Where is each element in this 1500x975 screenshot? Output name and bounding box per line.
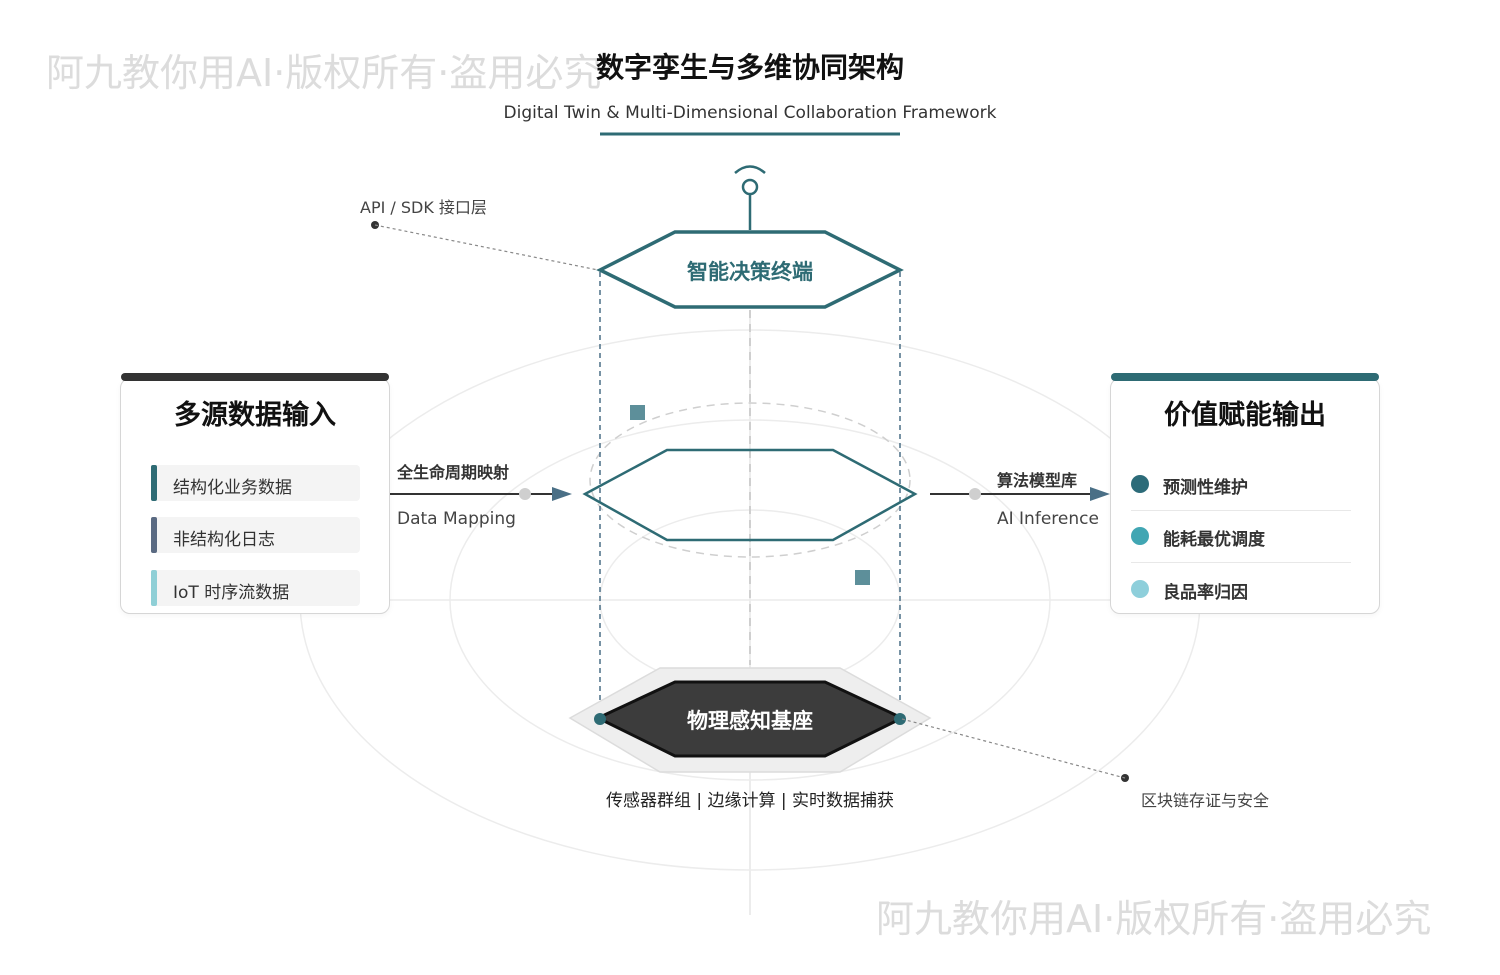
page-subtitle: Digital Twin & Multi-Dimensional Collabo… (503, 103, 997, 123)
output-dot (1131, 475, 1149, 493)
right-arrow-icon (1090, 487, 1110, 501)
base-node-label: 物理感知基座 (687, 709, 813, 733)
antenna-icon (741, 178, 759, 196)
base-caption: 传感器群组 | 边缘计算 | 实时数据捕获 (605, 791, 895, 811)
output-dot (1131, 527, 1149, 545)
output-dot (1131, 580, 1149, 598)
input-item-label: 非结构化日志 (173, 530, 275, 550)
right-connector-subtitle: AI Inference (997, 509, 1099, 529)
input-item-label: 结构化业务数据 (173, 478, 292, 498)
right-connector-dot (969, 488, 981, 500)
float-square-1 (630, 405, 645, 420)
input-item-label: IoT 时序流数据 (173, 583, 290, 603)
float-square-2 (855, 570, 870, 585)
watermark-bottom-right: 阿九教你用AI·版权所有·盗用必究 (876, 897, 1432, 941)
api-layer-label: API / SDK 接口层 (360, 198, 487, 217)
output-item-yield: 良品率归因 (1131, 570, 1351, 610)
chain-leader (901, 718, 1126, 779)
output-item-label: 能耗最优调度 (1163, 530, 1265, 550)
input-stripe (151, 517, 157, 553)
center-dashed-ring (589, 402, 911, 558)
input-stripe (151, 570, 157, 606)
api-leader (374, 224, 599, 271)
input-item-structured: 结构化业务数据 (151, 465, 360, 501)
input-panel-title: 多源数据输入 (174, 400, 336, 431)
base-node-right (894, 713, 906, 725)
output-item-label: 良品率归因 (1163, 583, 1248, 603)
input-stripe (151, 465, 157, 501)
left-connector-dot (519, 488, 531, 500)
blockchain-label: 区块链存证与安全 (1141, 791, 1270, 810)
signal-wave-icon (734, 165, 766, 174)
top-hexagon (596, 230, 904, 309)
page-title: 数字孪生与多维协同架构 (595, 51, 904, 84)
input-panel-bar (121, 373, 389, 381)
output-item-maintenance: 预测性维护 (1131, 465, 1351, 505)
top-node-label: 智能决策终端 (687, 260, 813, 284)
input-item-iot: IoT 时序流数据 (151, 570, 360, 606)
base-node-left (594, 713, 606, 725)
output-separator (1131, 510, 1351, 511)
watermark-top-left: 阿九教你用AI·版权所有·盗用必究 (46, 51, 602, 95)
left-connector-title: 全生命周期映射 (397, 463, 510, 482)
right-connector-title: 算法模型库 (997, 471, 1078, 490)
output-panel-title: 价值赋能输出 (1164, 400, 1326, 431)
left-arrow-icon (552, 487, 572, 501)
output-item-energy: 能耗最优调度 (1131, 517, 1351, 557)
input-item-unstructured: 非结构化日志 (151, 517, 360, 553)
input-panel: 多源数据输入 结构化业务数据 非结构化日志 IoT 时序流数据 (120, 373, 390, 614)
output-item-label: 预测性维护 (1163, 478, 1248, 498)
output-separator (1131, 562, 1351, 563)
output-panel-bar (1111, 373, 1379, 381)
center-hexagon (582, 448, 918, 542)
output-panel: 价值赋能输出 预测性维护 能耗最优调度 良品率归因 (1110, 373, 1380, 614)
left-connector-subtitle: Data Mapping (397, 509, 516, 529)
